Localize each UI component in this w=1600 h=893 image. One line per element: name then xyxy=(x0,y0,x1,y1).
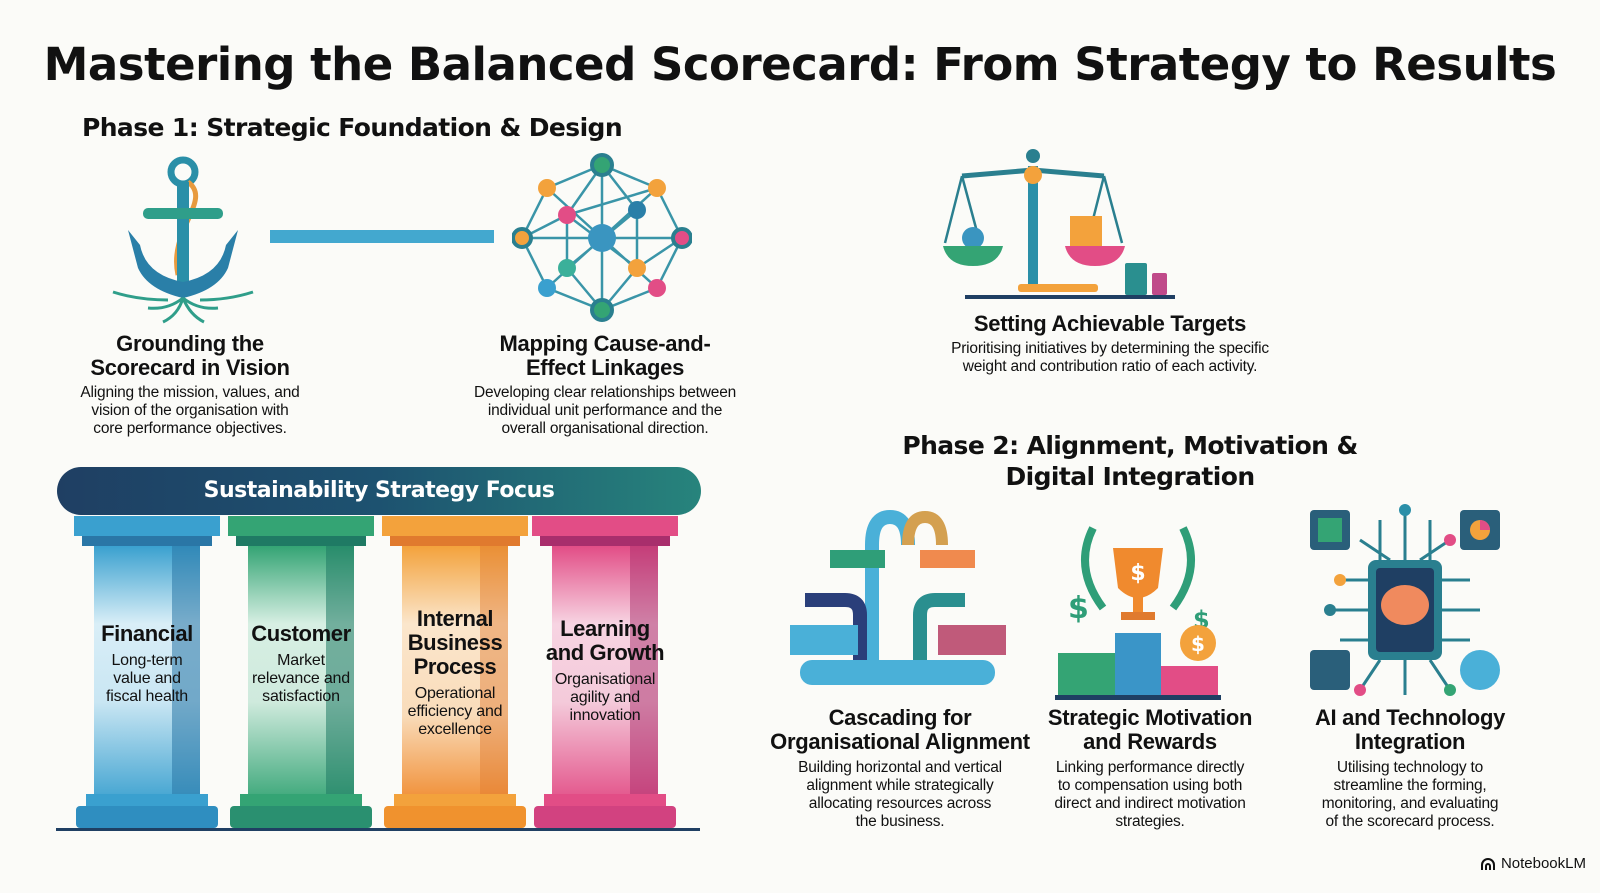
anchor-roots-icon xyxy=(108,150,258,325)
step-cascading-title: Cascading for Organisational Alignment xyxy=(770,705,1030,754)
step-mapping-title: Mapping Cause-and- Effect Linkages xyxy=(499,331,711,380)
ai-chip-brain-icon xyxy=(1300,500,1510,705)
connector-bar xyxy=(270,230,494,243)
notebooklm-logo-icon xyxy=(1480,857,1495,870)
svg-text:$: $ xyxy=(1068,591,1089,626)
step-grounding-title: Grounding the Scorecard in Vision xyxy=(90,331,290,380)
step-motivation-desc: Linking performance directly to compensa… xyxy=(1054,759,1246,830)
step-targets-desc: Prioritising initiatives by determining … xyxy=(951,340,1269,375)
step-cascading-desc: Building horizontal and vertical alignme… xyxy=(798,759,1002,830)
svg-text:$: $ xyxy=(1191,632,1205,656)
balance-scale-icon xyxy=(940,148,1200,300)
step-grounding-desc: Aligning the mission, values, and vision… xyxy=(80,384,300,437)
pillars-base-line xyxy=(56,828,700,831)
trophy-podium-icon: $ $ $ $ xyxy=(1053,508,1223,703)
step-ai-title: AI and Technology Integration xyxy=(1314,705,1506,754)
phase-2-heading: Phase 2: Alignment, Motivation & Digital… xyxy=(902,431,1358,491)
svg-text:$: $ xyxy=(1130,561,1145,586)
cascading-flow-icon xyxy=(790,505,1010,700)
network-nodes-icon xyxy=(511,150,693,325)
step-mapping-desc: Developing clear relationships between i… xyxy=(473,384,737,437)
phase-1-heading: Phase 1: Strategic Foundation & Design xyxy=(82,113,623,142)
step-motivation-title: Strategic Motivation and Rewards xyxy=(1047,705,1253,754)
page-title: Mastering the Balanced Scorecard: From S… xyxy=(43,38,1557,91)
step-targets-title: Setting Achievable Targets xyxy=(973,311,1247,336)
sustainability-banner: Sustainability Strategy Focus xyxy=(57,467,701,515)
step-ai-desc: Utilising technology to streamline the f… xyxy=(1321,759,1499,830)
notebooklm-branding: NotebookLM xyxy=(1480,855,1586,872)
